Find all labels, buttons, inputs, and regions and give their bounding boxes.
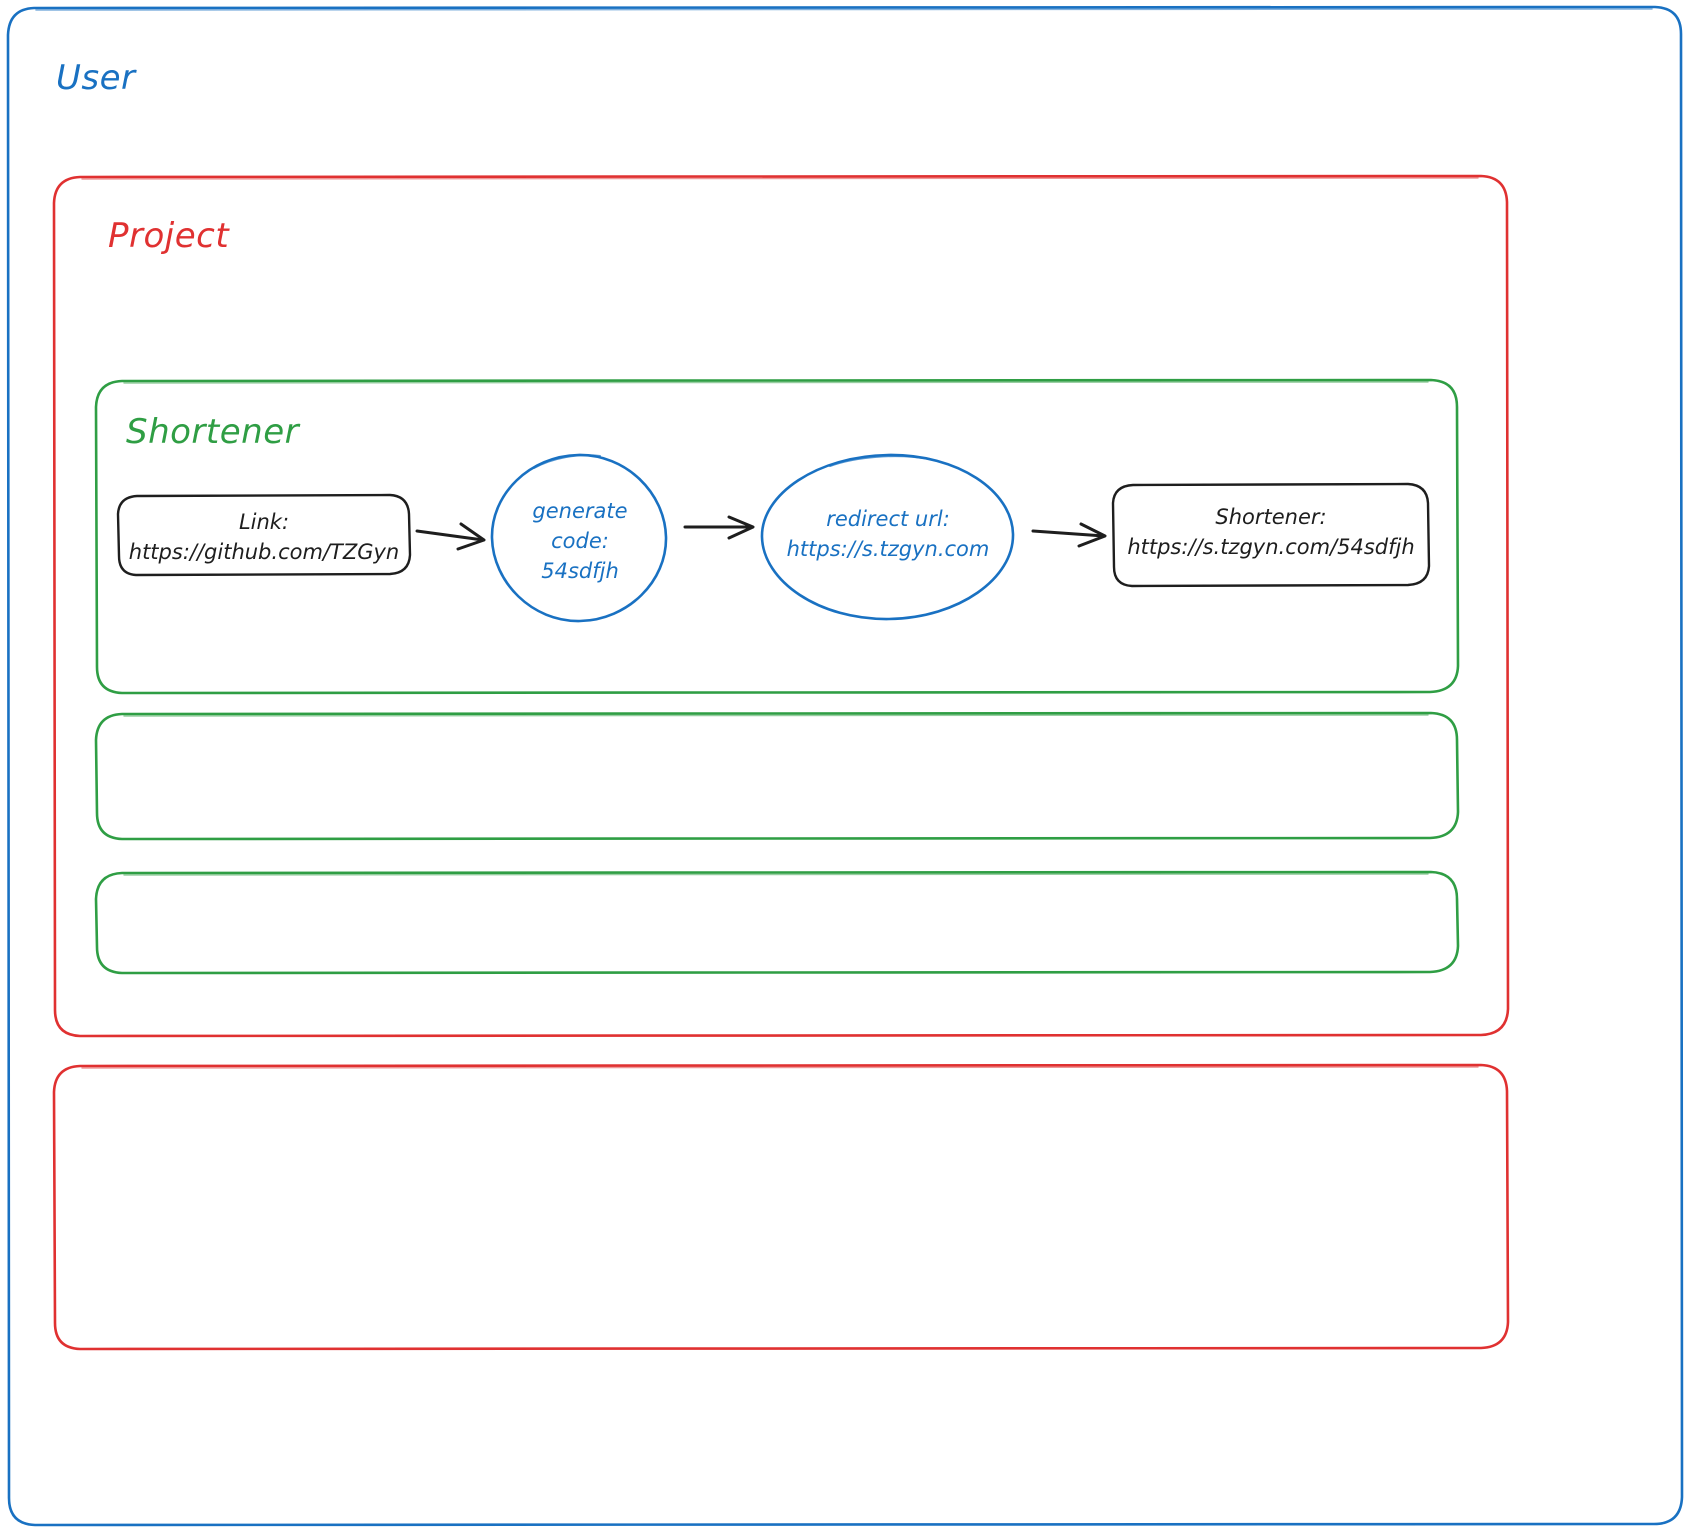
node-link[interactable]: [116, 493, 412, 577]
edge-link-to-generate-code: [415, 522, 486, 551]
node-redirect-url[interactable]: [760, 453, 1015, 621]
node-generate-code-line-1: generate: [532, 499, 628, 523]
container-empty-red-1[interactable]: [52, 1063, 1510, 1351]
node-generate-code-line-2: code:: [551, 528, 609, 553]
node-shortener-result[interactable]: [1111, 482, 1431, 588]
node-link-line-1: Link:: [238, 510, 290, 534]
node-link-label: Link: https://github.com/TZGyn: [118, 508, 410, 568]
node-generate-code-label: generate code: 54sdfjh: [492, 497, 668, 586]
container-project[interactable]: [52, 174, 1510, 1038]
node-redirect-url-label: redirect url: https://s.tzgyn.com: [762, 505, 1014, 565]
node-shortener-result-line-1: Shortener:: [1215, 505, 1327, 529]
node-shortener-result-label: Shortener: https://s.tzgyn.com/54sdfjh: [1113, 503, 1429, 563]
container-empty-green-2[interactable]: [94, 870, 1460, 975]
container-label-shortener: Shortener: [126, 412, 300, 452]
container-label-user: User: [56, 58, 136, 98]
edge-generate-code-to-redirect-url: [683, 515, 755, 540]
node-shortener-result-line-2: https://s.tzgyn.com/54sdfjh: [1127, 534, 1415, 559]
node-generate-code[interactable]: [490, 453, 668, 623]
node-redirect-url-line-1: redirect url:: [826, 507, 950, 531]
edge-redirect-url-to-shortener-result: [1031, 522, 1107, 548]
container-empty-green-1[interactable]: [94, 711, 1460, 841]
node-generate-code-line-3: 54sdfjh: [541, 558, 619, 583]
container-label-project: Project: [108, 216, 230, 256]
node-redirect-url-line-2: https://s.tzgyn.com: [786, 536, 990, 561]
node-link-line-2: https://github.com/TZGyn: [128, 539, 400, 564]
container-shortener[interactable]: [94, 378, 1460, 695]
container-user[interactable]: [6, 5, 1684, 1527]
